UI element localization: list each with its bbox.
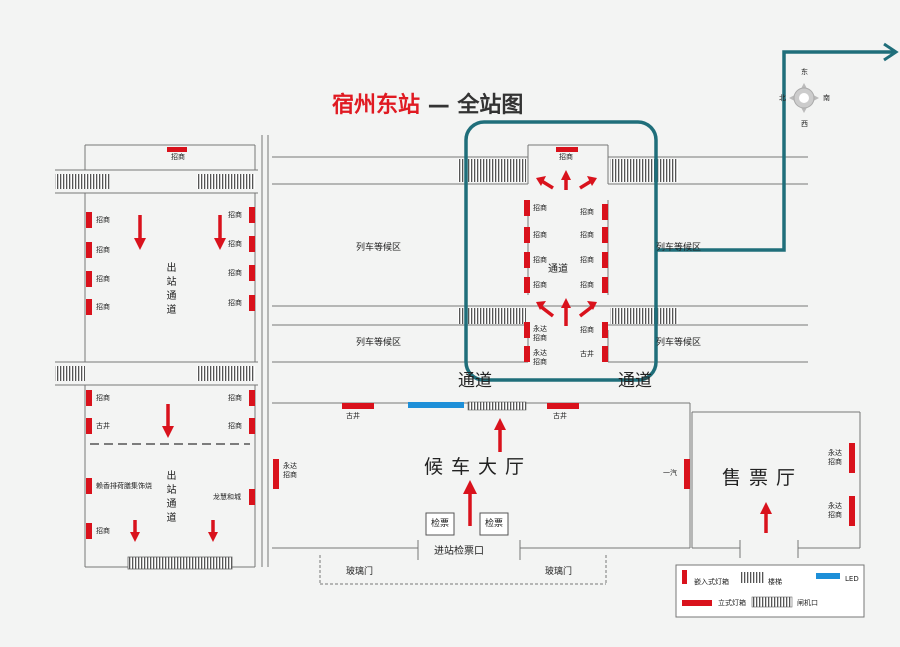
ad-label-yongda-2: 永达招商 — [533, 349, 547, 366]
gate-left — [127, 556, 233, 570]
ad-label: 招商 — [559, 153, 573, 161]
ad-label: 招商 — [533, 281, 547, 289]
ad-label-gujing: 古井 — [580, 350, 594, 358]
ad-label: 招商 — [580, 281, 594, 289]
ad-label: 招商 — [96, 275, 110, 283]
ticket-hall-label: 售票厅 — [722, 467, 804, 489]
stair-left-2b — [197, 366, 255, 381]
led-screen — [408, 402, 464, 408]
title-separator: — — [427, 93, 450, 118]
left-building — [55, 144, 258, 568]
stair-left-2a — [55, 366, 85, 381]
ad-label-gujing: 古井 — [96, 422, 110, 430]
ad-label: 招商 — [96, 394, 110, 402]
legend-led: LED — [845, 575, 859, 583]
stair-plat-2b — [610, 308, 678, 324]
stair-plat-1a — [458, 159, 526, 182]
title-main: 宿州东站 — [332, 93, 421, 118]
ad-label-yongda-hall: 永达招商 — [283, 462, 297, 479]
ad-label-longmu: 龙慧和城 — [213, 493, 241, 501]
ad-label: 招商 — [533, 231, 547, 239]
ad-label: 招商 — [228, 394, 242, 402]
ticket-hall-walls — [691, 411, 861, 558]
ticket-check-right — [479, 512, 509, 536]
highlight-arrowhead — [883, 42, 899, 62]
passage-label-right: 通道 — [618, 371, 652, 391]
ad-label: 招商 — [580, 326, 594, 334]
highlight-pointer — [656, 50, 895, 252]
ad-label: 招商 — [96, 527, 110, 535]
compass-west: 西 — [801, 120, 808, 128]
glass-door-left: 玻璃门 — [346, 567, 374, 577]
ticket-check-left — [425, 512, 455, 536]
ad-label: 招商 — [533, 204, 547, 212]
ad-label: 招商 — [96, 216, 110, 224]
ad-label-yihan: 一汽 — [663, 469, 677, 477]
ad-label: 招商 — [228, 299, 242, 307]
compass-north: 北 — [779, 94, 786, 102]
ticket-check-label-2: 检票 — [485, 519, 504, 529]
ad-label-gujing: 古井 — [553, 412, 567, 420]
exit-passage-label-upper: 出站通道 — [164, 262, 175, 318]
legend-standing-lightbox: 立式灯箱 — [718, 599, 746, 607]
stair-plat-1b — [610, 159, 678, 182]
train-waiting-area-2: 列车等候区 — [656, 243, 702, 253]
legend-embedded-lightbox: 嵌入式灯箱 — [694, 578, 729, 586]
compass — [789, 83, 819, 113]
train-waiting-area-1: 列车等候区 — [356, 243, 402, 253]
legend-stairs: 楼梯 — [768, 578, 782, 586]
compass-east: 东 — [801, 68, 808, 76]
train-waiting-area-4: 列车等候区 — [656, 338, 702, 348]
ad-label: 招商 — [228, 240, 242, 248]
ad-label: 招商 — [96, 303, 110, 311]
ad-label: 招商 — [228, 269, 242, 277]
ad-label-restaurant: 赖香排荷膳集饰烧 — [96, 482, 152, 490]
title-sub: 全站图 — [457, 93, 524, 118]
stair-left-1b — [197, 174, 255, 189]
stair-left-1a — [55, 174, 110, 189]
train-waiting-area-3: 列车等候区 — [356, 338, 402, 348]
compass-south: 南 — [823, 94, 830, 102]
stair-plat-2a — [458, 308, 526, 324]
entrance-gate-label: 进站检票口 — [434, 546, 484, 557]
legend-box — [675, 564, 865, 618]
ad-label: 招商 — [171, 153, 185, 161]
map-title: 宿州东站 — 全站图 — [332, 87, 523, 119]
ad-boxes — [86, 147, 855, 539]
exit-passage-label-lower: 出站通道 — [164, 470, 175, 526]
ad-label: 招商 — [580, 256, 594, 264]
gate-hall — [467, 401, 527, 411]
waiting-hall-label: 候车大厅 — [424, 456, 533, 478]
direction-arrows — [130, 170, 772, 542]
ticket-check-label-1: 检票 — [431, 519, 450, 529]
legend-gate: 闸机口 — [797, 599, 818, 607]
ad-label: 招商 — [96, 246, 110, 254]
passage-label-left: 通道 — [458, 371, 492, 391]
ad-label: 招商 — [228, 211, 242, 219]
ad-label: 招商 — [580, 208, 594, 216]
ad-label: 招商 — [228, 422, 242, 430]
ad-label: 招商 — [580, 231, 594, 239]
ad-label-yongda-ticket-2: 永达招商 — [828, 502, 842, 519]
glass-door-right: 玻璃门 — [545, 567, 573, 577]
passage-label-center: 通道 — [548, 264, 568, 275]
ad-label-yongda-ticket-1: 永达招商 — [828, 449, 842, 466]
ad-label: 招商 — [533, 256, 547, 264]
ad-label-yongda-1: 永达招商 — [533, 325, 547, 342]
ad-label-gujing: 古井 — [346, 412, 360, 420]
